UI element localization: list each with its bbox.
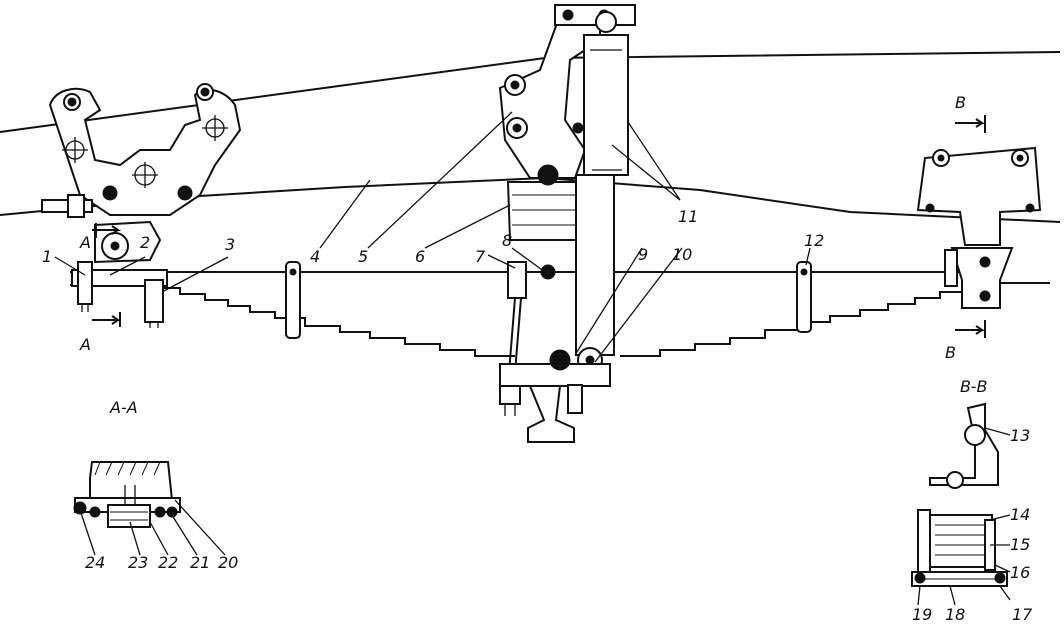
callout-24: 24 xyxy=(85,553,105,572)
section-letter-b-top: B xyxy=(955,93,966,112)
callout-4: 4 xyxy=(310,247,320,266)
callout-13: 13 xyxy=(1010,426,1030,445)
leaf-clamps xyxy=(285,261,812,339)
shock-absorber xyxy=(575,11,629,373)
section-aa-detail: A-A xyxy=(73,398,181,528)
section-bb-detail: B-B xyxy=(911,377,1008,587)
rear-spring-bracket xyxy=(916,146,1042,309)
section-mark-a: A A xyxy=(79,223,122,354)
callout-10: 10 xyxy=(672,245,692,264)
callout-11: 11 xyxy=(678,207,698,226)
callout-21: 21 xyxy=(190,553,210,572)
callout-17: 17 xyxy=(1012,605,1033,624)
axle-pad xyxy=(499,349,611,443)
callout-5: 5 xyxy=(358,247,368,266)
callout-numbers: 1 2 3 4 5 6 7 8 9 10 11 12 13 14 15 16 1… xyxy=(42,207,1033,624)
callout-18: 18 xyxy=(945,605,965,624)
callout-2: 2 xyxy=(140,233,150,252)
callout-16: 16 xyxy=(1010,563,1030,582)
stabilizer-link xyxy=(499,261,527,416)
section-title-bb: B-B xyxy=(960,377,987,396)
callout-22: 22 xyxy=(158,553,178,572)
section-letter-a-bottom: A xyxy=(79,335,91,354)
callout-15: 15 xyxy=(1010,535,1030,554)
callout-14: 14 xyxy=(1010,505,1030,524)
section-mark-b: B B xyxy=(945,93,986,362)
front-spring-bracket xyxy=(41,83,242,264)
callout-6: 6 xyxy=(415,247,425,266)
callout-7: 7 xyxy=(475,247,486,266)
leader-lines xyxy=(54,111,1011,606)
shock-bracket xyxy=(498,4,636,179)
callout-3: 3 xyxy=(225,235,235,254)
callout-19: 19 xyxy=(912,605,932,624)
callout-9: 9 xyxy=(638,245,648,264)
callout-12: 12 xyxy=(804,231,824,250)
section-title-aa: A-A xyxy=(109,398,138,417)
callout-8: 8 xyxy=(502,231,512,250)
callout-20: 20 xyxy=(218,553,238,572)
leaf-spring xyxy=(70,271,1050,357)
callout-23: 23 xyxy=(128,553,148,572)
section-letter-b-bottom: B xyxy=(945,343,956,362)
callout-1: 1 xyxy=(42,247,52,266)
section-letter-a-top: A xyxy=(79,233,91,252)
